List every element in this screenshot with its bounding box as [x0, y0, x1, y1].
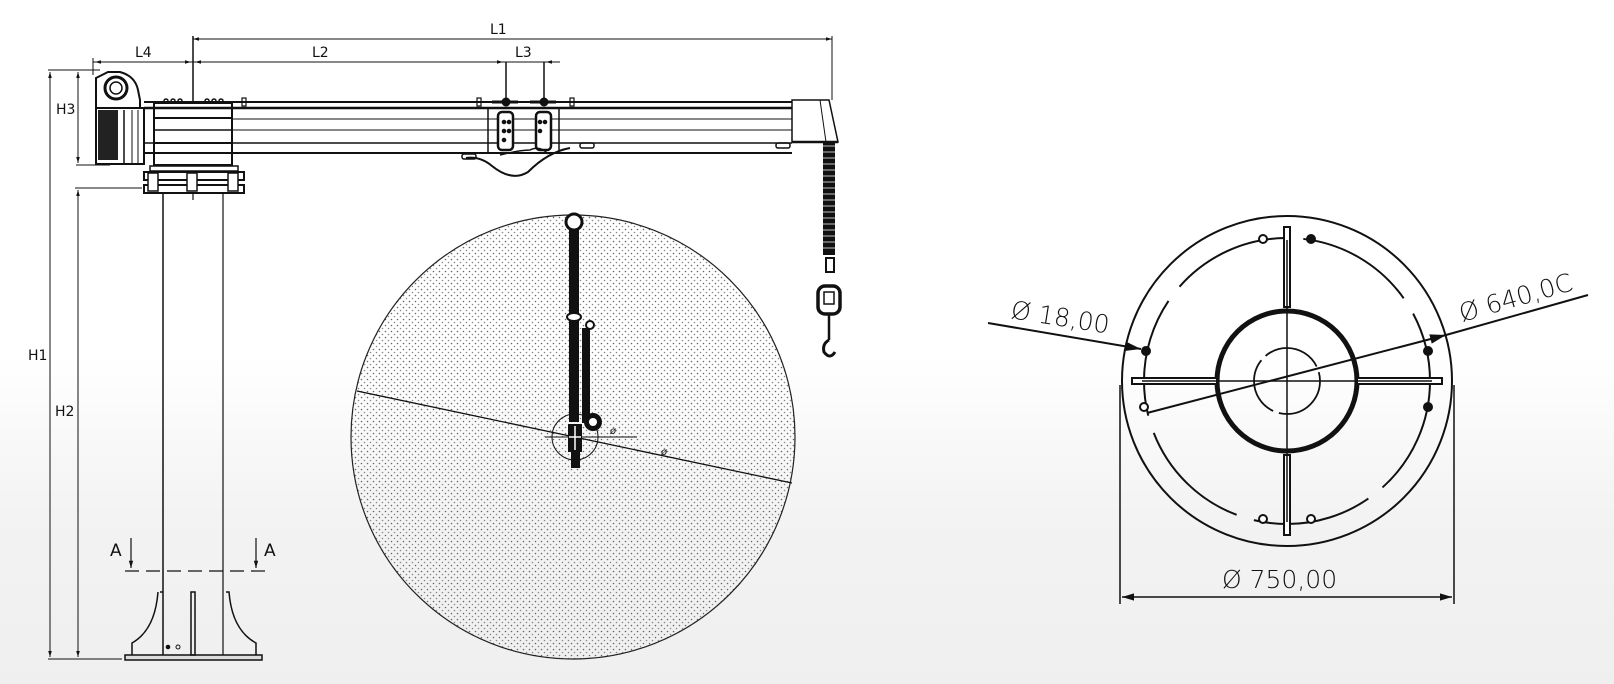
slewing-motor [95, 71, 145, 165]
section-line-A-A [125, 538, 265, 572]
label-L1: L1 [490, 22, 507, 38]
base-plate-view [987, 215, 1589, 604]
hole-diameter-leader [987, 322, 1142, 352]
bolt-holes [1139, 234, 1433, 524]
dimension-L2-L4 [92, 58, 503, 75]
label-L4: L4 [135, 45, 152, 61]
column-top-flange [143, 165, 245, 194]
hoist-and-hook [816, 143, 842, 358]
hole-diameter-label: Ø 18,00 [1009, 295, 1112, 339]
label-L2: L2 [312, 45, 329, 61]
column-base [124, 591, 263, 661]
small-diameter-symbol: ø [609, 426, 617, 437]
bolt-circle-diameter-label: Ø 640,0C [1456, 268, 1576, 328]
dimension-H2 [48, 187, 142, 660]
section-marker-right: A [264, 541, 276, 561]
section-marker-left: A [110, 541, 122, 561]
plate-outer-circle [1121, 215, 1453, 547]
column [162, 193, 224, 657]
slew-range-plan-view [350, 212, 796, 660]
plate-diameter-label: Ø 750,00 [1222, 565, 1337, 594]
label-L3: L3 [515, 45, 532, 61]
side-elevation-view [48, 36, 842, 661]
bolt-circle-diameter-leader [1146, 334, 1447, 414]
jib-arm-beam [144, 97, 839, 160]
large-diameter-symbol: ø [660, 447, 668, 458]
label-H2: H2 [55, 404, 74, 420]
jib-arm-plan [564, 212, 602, 468]
label-H3: H3 [56, 102, 75, 118]
label-H1: H1 [28, 348, 47, 364]
dimension-H1 [48, 69, 100, 657]
trolley [465, 97, 571, 177]
dimension-L3 [488, 60, 560, 100]
